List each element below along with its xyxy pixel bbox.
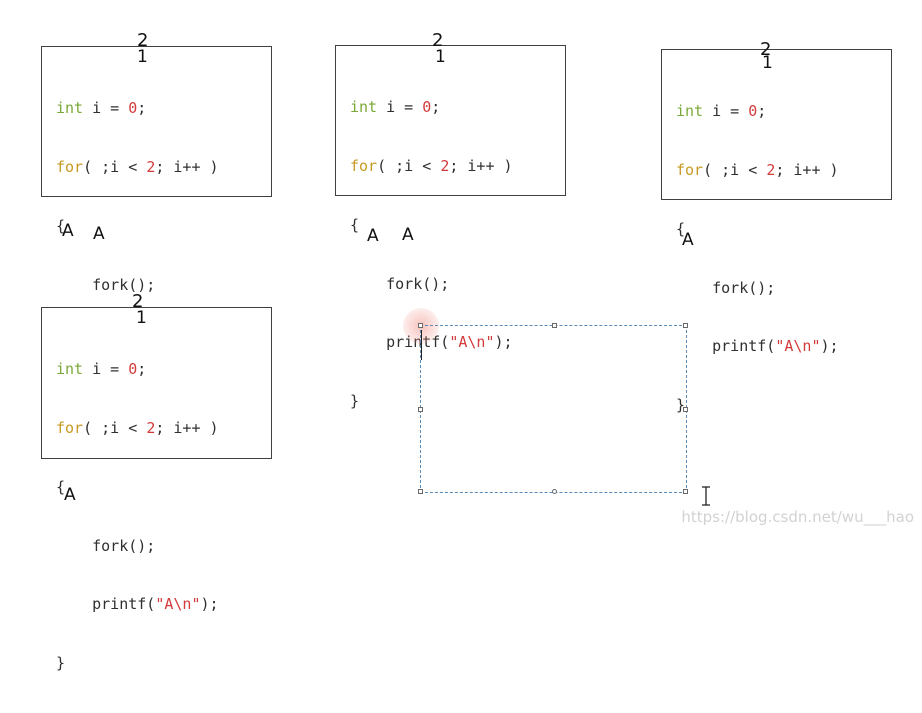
output-a: A [367, 226, 379, 246]
resize-handle-right[interactable] [683, 407, 688, 412]
resize-handle-top[interactable] [552, 323, 557, 328]
fork-call: fork(); [676, 278, 776, 297]
fork-call: fork(); [56, 275, 156, 294]
resize-handle-bottom-right[interactable] [683, 489, 688, 494]
keyword-int: int [676, 102, 704, 121]
loop-limit: 2 [146, 157, 156, 176]
keyword-for: for [56, 418, 84, 437]
loop-limit: 2 [766, 160, 776, 179]
keyword-int: int [350, 98, 378, 117]
annotation-top: 2 [132, 291, 144, 312]
code-box-3: int i = 0; for( ;i < 2; i++ ) { fork(); … [661, 49, 892, 414]
code-box-1: int i = 0; for( ;i < 2; i++ ) { fork(); … [41, 46, 272, 411]
init-value: 0 [128, 99, 138, 118]
keyword-for: for [350, 156, 378, 175]
resize-handle-top-left[interactable] [418, 323, 423, 328]
annotation-bottom: 1 [136, 308, 147, 328]
loop-limit: 2 [146, 418, 156, 437]
annotation-top: 2 [432, 30, 444, 51]
code-box-4: int i = 0; for( ;i < 2; i++ ) { fork(); … [41, 307, 272, 672]
fork-call: fork(); [350, 274, 450, 293]
code-snippet: int i = 0; for( ;i < 2; i++ ) { fork(); … [56, 360, 219, 673]
fork-call: fork(); [56, 536, 156, 555]
init-value: 0 [128, 360, 138, 379]
keyword-for: for [676, 160, 704, 179]
watermark: https://blog.csdn.net/wu___hao [681, 508, 914, 526]
annotation-bottom: 1 [137, 47, 148, 67]
annotation-bottom: 1 [762, 53, 773, 73]
output-a: A [402, 225, 414, 245]
resize-handle-left[interactable] [418, 407, 423, 412]
output-a: A [62, 221, 74, 241]
annotation-top: 2 [760, 39, 772, 60]
output-a: A [93, 224, 105, 244]
output-a: A [64, 485, 76, 505]
annotation-bottom: 1 [435, 47, 446, 67]
keyword-int: int [56, 360, 84, 379]
code-snippet: int i = 0; for( ;i < 2; i++ ) { fork(); … [676, 102, 839, 415]
init-value: 0 [748, 102, 758, 121]
resize-handle-bottom-left[interactable] [418, 489, 423, 494]
ibeam-cursor-icon [702, 486, 710, 506]
loop-limit: 2 [440, 156, 450, 175]
code-box-2: int i = 0; for( ;i < 2; i++ ) { fork(); … [335, 45, 566, 410]
resize-handle-bottom[interactable] [552, 489, 557, 494]
output-a: A [682, 230, 694, 250]
init-value: 0 [422, 98, 432, 117]
printf-string: "A\n" [449, 333, 495, 352]
printf-string: "A\n" [155, 595, 201, 614]
keyword-int: int [56, 99, 84, 118]
resize-handle-top-right[interactable] [683, 323, 688, 328]
annotation-top: 2 [137, 30, 149, 51]
text-box-selection[interactable] [418, 323, 688, 494]
text-caret [421, 330, 422, 360]
code-snippet: int i = 0; for( ;i < 2; i++ ) { fork(); … [350, 98, 513, 411]
printf-string: "A\n" [775, 337, 821, 356]
keyword-for: for [56, 157, 84, 176]
